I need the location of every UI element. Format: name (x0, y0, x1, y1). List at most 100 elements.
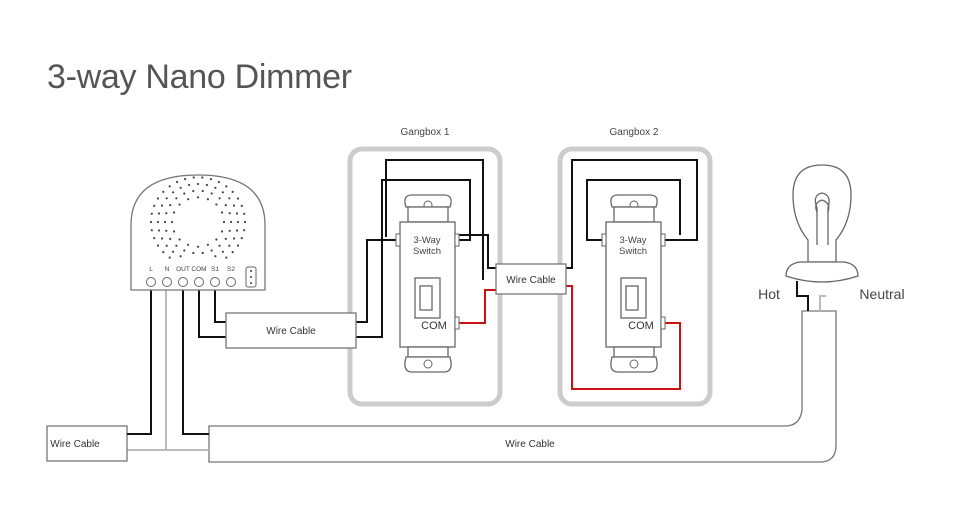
switch-2-label-line2: Switch (619, 246, 647, 257)
vent-dot (179, 255, 182, 258)
vent-dot (162, 251, 165, 254)
vent-dot (225, 185, 228, 188)
vent-dot (243, 229, 246, 232)
vent-dot (224, 204, 227, 207)
vent-dot (222, 220, 226, 224)
vent-dot (172, 211, 176, 214)
vent-dot (172, 250, 175, 253)
terminal-s2 (226, 277, 236, 287)
terminal-label-n: N (165, 266, 170, 273)
vent-dot (209, 178, 212, 181)
black-wires (127, 159, 809, 435)
dimmer-wire-cable-label: Wire Cable (266, 326, 316, 337)
hot-label: Hot (758, 286, 780, 302)
gangbox-2-label: Gangbox 2 (610, 127, 659, 138)
vent-dot (217, 180, 220, 184)
vent-dot (168, 256, 171, 259)
vent-dot (220, 230, 224, 233)
vent-dot (196, 245, 200, 248)
dimmer-vent-dots (149, 176, 247, 259)
vent-dot (153, 204, 156, 207)
vent-dot (236, 197, 240, 200)
vent-dot (235, 212, 239, 215)
vent-dot (168, 185, 171, 188)
dimmer-wire-cable (225, 312, 357, 349)
vent-dot (169, 237, 172, 240)
red-wires (455, 285, 681, 390)
vent-dot (149, 220, 153, 224)
vent-dot (232, 237, 236, 240)
gangbox-1-label: Gangbox 1 (401, 127, 450, 138)
vent-dot (192, 176, 195, 179)
switch-1-label-line2: Switch (413, 246, 441, 257)
vent-dot (183, 192, 186, 195)
vent-dot (228, 212, 231, 215)
vent-dot (165, 244, 168, 247)
vent-dot (215, 203, 218, 206)
vent-dot (172, 191, 175, 194)
vent-dot (235, 229, 239, 232)
neutral-label: Neutral (859, 286, 904, 302)
vent-dot (243, 220, 247, 224)
vent-dot (231, 251, 234, 254)
switch-1-label-line1: 3-Way (413, 235, 440, 246)
vent-dot (229, 220, 233, 224)
vent-dot (178, 238, 181, 241)
vent-dot (165, 229, 168, 232)
vent-dot (150, 229, 153, 232)
main-cable-label: Wire Cable (505, 439, 555, 450)
vent-dot (184, 178, 187, 181)
vent-dot (236, 244, 240, 247)
terminal-com (194, 277, 204, 287)
vent-dot (153, 237, 156, 240)
terminal-label-out: OUT (176, 266, 190, 273)
vent-dot (201, 189, 204, 193)
vent-dot (214, 186, 217, 189)
vent-dot (232, 204, 236, 207)
vent-dot (172, 230, 176, 233)
vent-dot (201, 176, 204, 179)
vent-dot (165, 212, 168, 215)
vent-dot (228, 244, 231, 247)
diagram-title: 3-way Nano Dimmer (47, 58, 352, 96)
vent-dot (224, 237, 227, 240)
nano-dimmer-module: L N OUT COM S1 S2 (130, 174, 266, 291)
terminal-out (178, 277, 188, 287)
vent-dot (150, 212, 153, 215)
vent-dot (221, 191, 224, 194)
terminal-l (146, 277, 156, 287)
light-bulb (785, 164, 859, 283)
vent-dot (187, 243, 190, 246)
vent-dot (169, 204, 172, 207)
vent-dot (206, 243, 209, 246)
middle-wire-cable (495, 263, 567, 295)
left-input-cable-label: Wire Cable (50, 439, 100, 450)
vent-dot (218, 244, 221, 247)
vent-dot (225, 256, 228, 259)
vent-dot (210, 249, 213, 252)
middle-wire-cable-label: Wire Cable (506, 275, 556, 286)
vent-dot (228, 197, 231, 200)
switch-2-label-line1: 3-Way (619, 235, 646, 246)
switch-1-com-label: COM (421, 320, 447, 332)
vent-dot (231, 190, 234, 193)
vent-dot (157, 229, 161, 232)
vent-dot (157, 212, 161, 215)
vent-dot (165, 197, 168, 200)
vent-dot (176, 180, 179, 184)
vent-dot (170, 220, 174, 224)
vent-dot (206, 198, 209, 201)
vent-dot (228, 229, 231, 232)
terminal-label-s2: S2 (227, 266, 235, 273)
terminal-label-s1: S1 (211, 266, 219, 273)
vent-dot (192, 251, 195, 255)
vent-dot (243, 212, 246, 215)
vent-dot (160, 204, 164, 207)
vent-dot (220, 211, 224, 214)
vent-dot (156, 244, 160, 247)
vent-dot (196, 196, 200, 199)
vent-dot (188, 183, 191, 187)
vent-dot (192, 189, 195, 193)
vent-dot (156, 197, 160, 200)
